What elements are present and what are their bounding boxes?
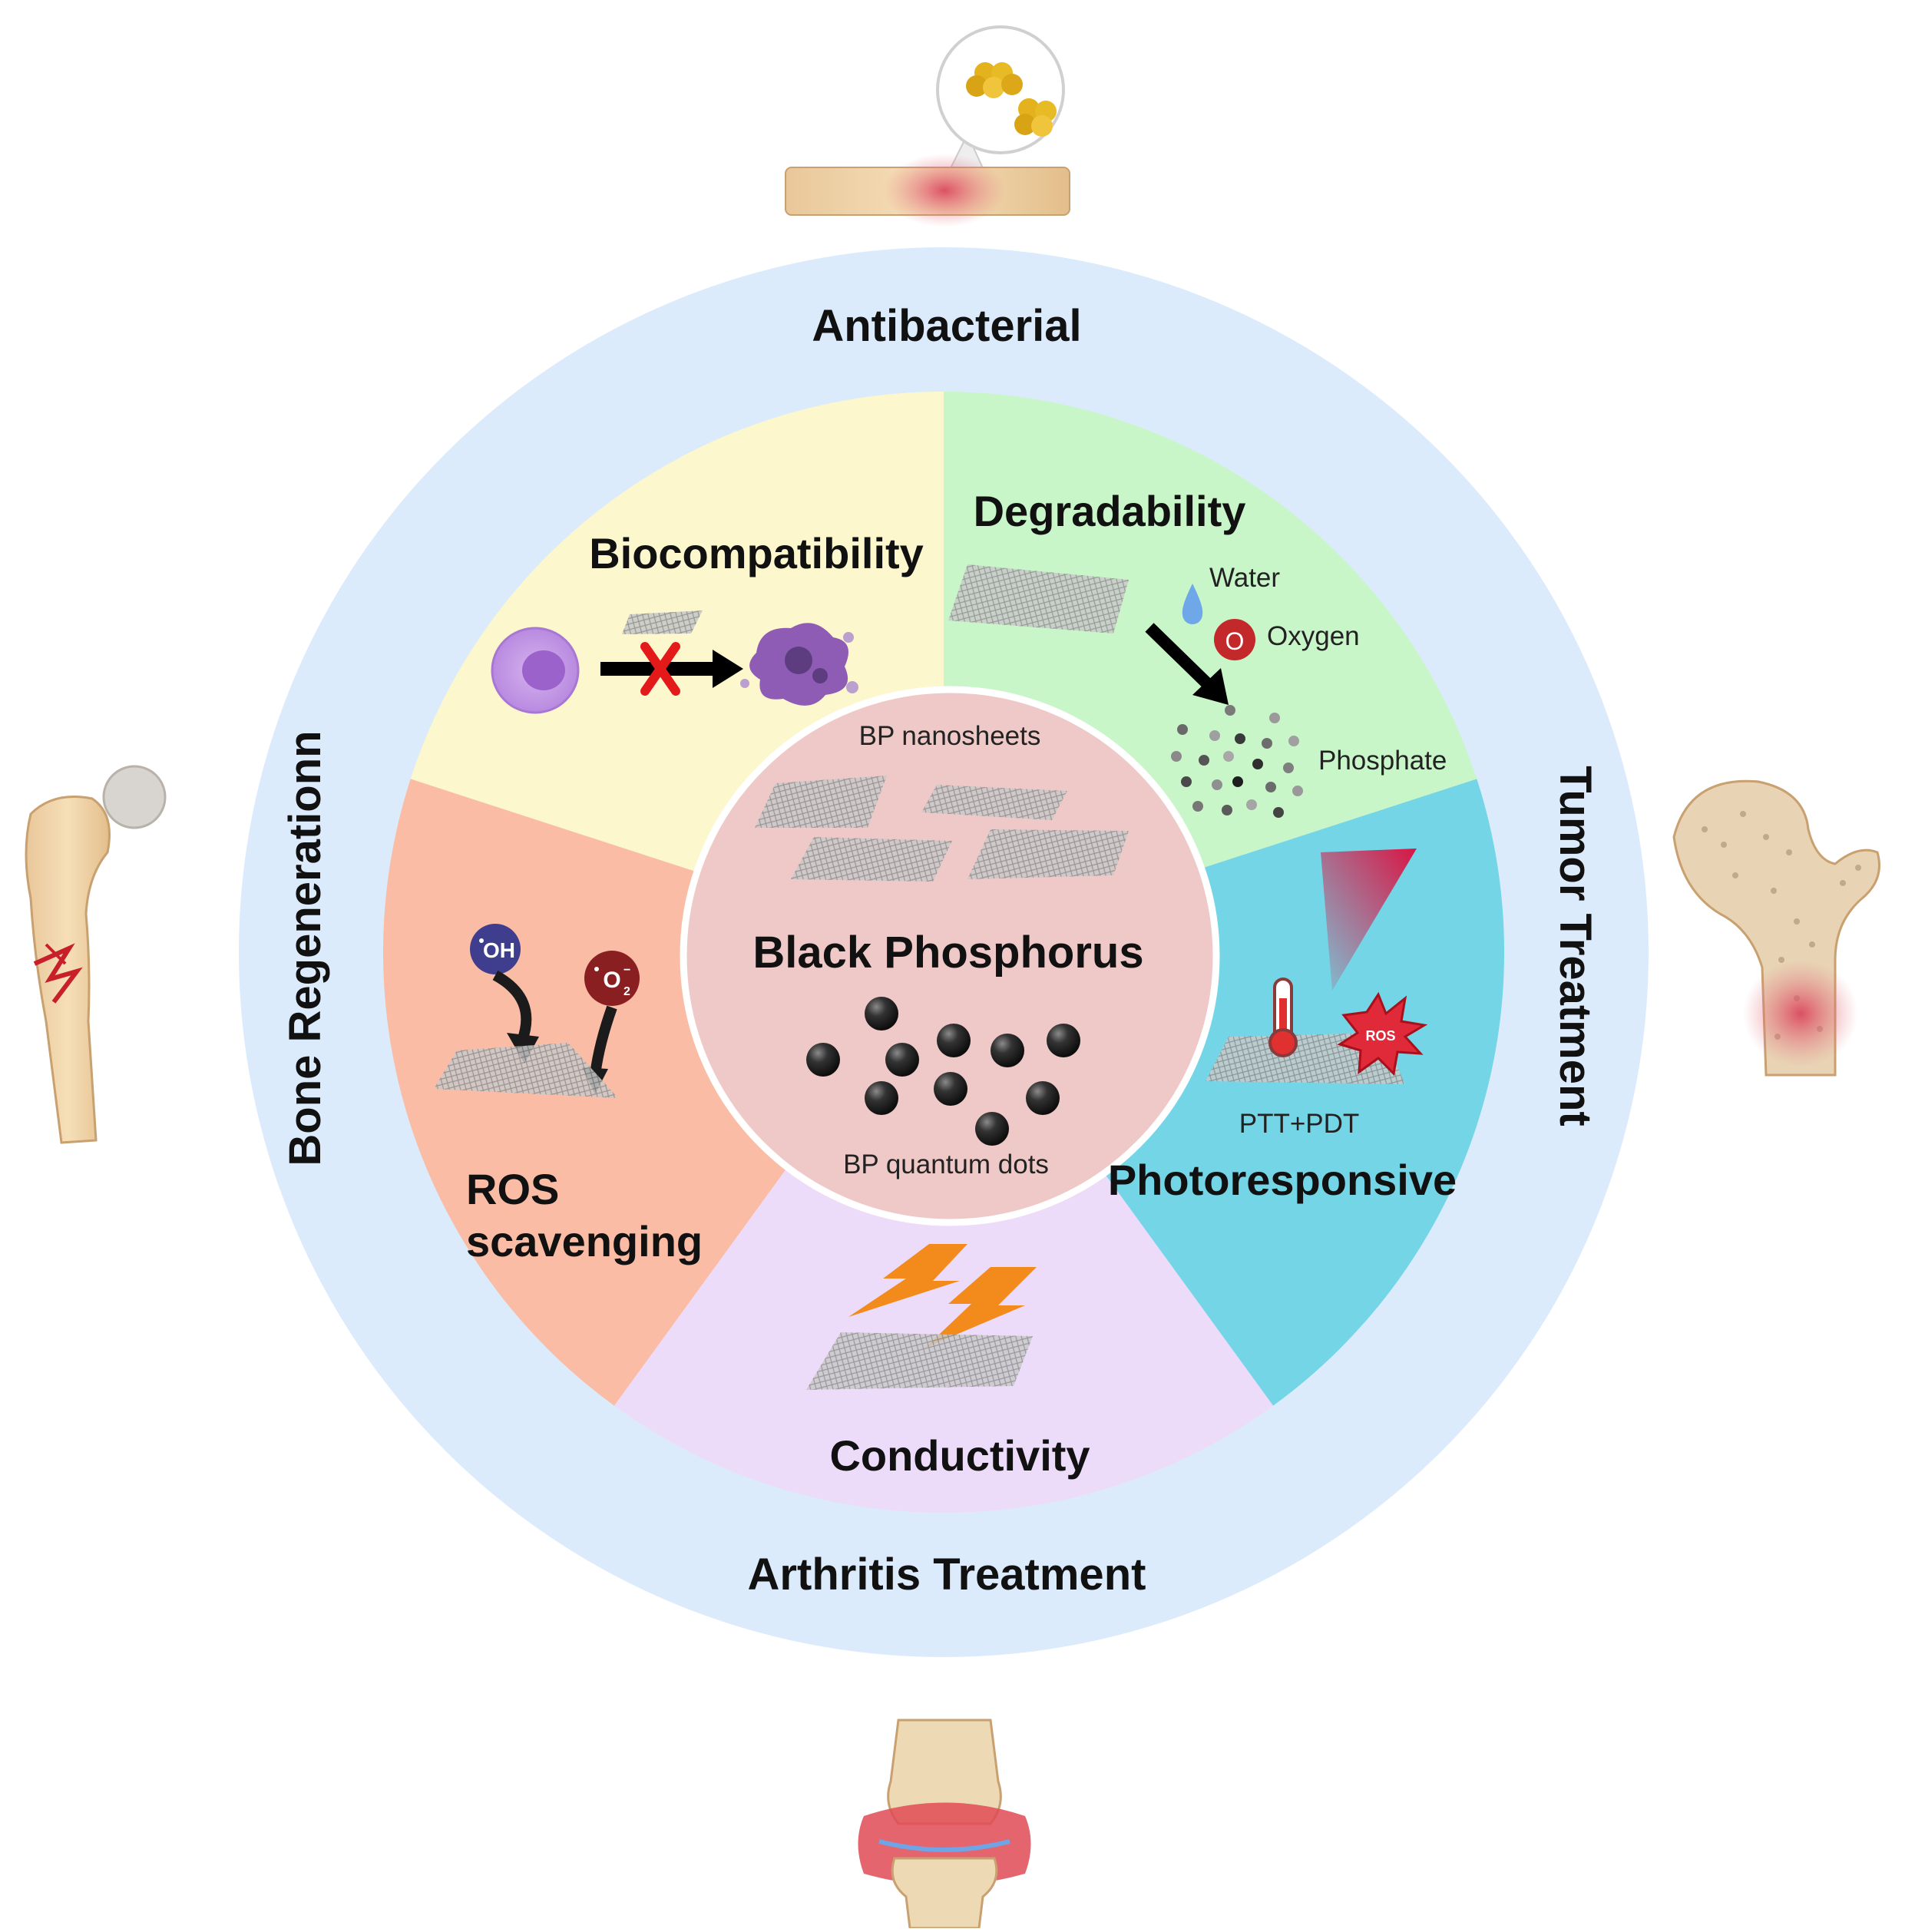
ros-arrow-icon	[492, 970, 532, 1043]
photoresponsive-illustration: ROS PTT+PDT	[1206, 849, 1428, 1139]
laser-beam-icon	[1321, 849, 1417, 991]
quantum-dot	[937, 1024, 971, 1057]
label-water: Water	[1209, 563, 1280, 593]
bp-quantum-dots	[806, 997, 1080, 1146]
label-conductivity: Conductivity	[829, 1431, 1090, 1480]
label-ros-line2: scavenging	[466, 1217, 703, 1265]
hydroxyl-dot-icon	[479, 938, 484, 943]
nanosheet	[921, 785, 1067, 820]
infected-bone-illustration	[785, 25, 1070, 227]
nanosheet	[755, 776, 887, 828]
label-phosphate: Phosphate	[1318, 746, 1447, 776]
quantum-dot	[865, 1081, 898, 1115]
tumor-femur-illustration	[1672, 779, 1880, 1077]
ros-scavenging-illustration: OH O 2 −	[434, 924, 640, 1098]
superoxide-radical-icon	[584, 951, 640, 1006]
arrow-head-icon	[713, 650, 743, 688]
nanosheet	[434, 1043, 618, 1098]
femur-bone-icon	[25, 796, 111, 1144]
thermometer-icon	[1268, 978, 1298, 1057]
nanosheet	[948, 564, 1129, 634]
tumor-area-icon	[1743, 960, 1858, 1067]
water-drop-icon	[1182, 584, 1203, 624]
ring-label-antibacterial: Antibacterial	[812, 301, 1081, 351]
conductivity-illustration	[806, 1244, 1037, 1390]
ring-label-tumor-treatment: Tumor Treatment	[1550, 766, 1600, 1126]
fracture-line-icon	[45, 943, 67, 965]
biocompatibility-illustration	[491, 610, 858, 714]
quantum-dot	[885, 1043, 919, 1077]
tibia-end-icon	[891, 1857, 998, 1930]
superoxide-subscript-icon: 2	[623, 985, 630, 998]
quantum-dot	[934, 1072, 967, 1106]
hydroxyl-radical-icon	[470, 924, 521, 974]
ros-burst-icon	[1337, 991, 1428, 1077]
segment-conductivity	[614, 952, 1274, 1514]
superoxide-charge-icon: −	[623, 964, 630, 977]
nanosheet	[806, 1332, 1033, 1390]
ring-label-bone-regeneration: Bone Regenerationn	[280, 730, 330, 1166]
femoral-head-icon	[102, 765, 167, 829]
blocked-x-icon	[640, 642, 680, 696]
label-photoresponsive: Photoresponsive	[1108, 1156, 1457, 1204]
oxygen-atom-icon	[1214, 619, 1255, 660]
quantum-dot	[1026, 1081, 1060, 1115]
lightning-bolt-icon	[848, 1244, 967, 1317]
degradation-arrow-icon	[1145, 623, 1214, 690]
quantum-dot	[865, 997, 898, 1031]
fractured-femur-illustration	[25, 765, 167, 1144]
quantum-dot	[975, 1112, 1009, 1146]
infection-area-icon	[883, 154, 1006, 227]
superoxide-label: O	[603, 968, 620, 993]
center-caption-nanosheets: BP nanosheets	[859, 721, 1041, 751]
nanosheet	[791, 837, 952, 882]
quantum-dot	[806, 1043, 840, 1077]
oxygen-atom-symbol: O	[1225, 627, 1245, 655]
nanosheet	[967, 829, 1129, 879]
ros-burst-label: ROS	[1365, 1028, 1395, 1044]
label-ptt-pdt: PTT+PDT	[1239, 1109, 1360, 1139]
center-title: Black Phosphorus	[752, 928, 1143, 978]
ring-label-arthritis: Arthritis Treatment	[748, 1550, 1146, 1600]
bp-nanosheets	[755, 776, 1129, 882]
degradation-arrowhead-icon	[1192, 668, 1229, 705]
degradability-illustration: Water O Oxygen Phosphate	[948, 563, 1447, 818]
cartilage-line-icon	[878, 1839, 1010, 1852]
nanosheet	[622, 610, 703, 634]
quantum-dot	[1047, 1024, 1080, 1057]
arthritic-knee-illustration	[858, 1719, 1031, 1930]
phosphate-particles	[1171, 705, 1303, 818]
superoxide-dot-icon	[594, 967, 599, 971]
lightning-bolt-icon	[925, 1267, 1037, 1348]
fracture-line-icon	[33, 943, 83, 1004]
label-oxygen: Oxygen	[1267, 621, 1360, 651]
hydroxyl-label: OH	[483, 938, 515, 962]
dead-cell-icon	[740, 623, 858, 706]
label-biocompatibility: Biocompatibility	[589, 529, 924, 577]
quantum-dot	[991, 1034, 1024, 1067]
label-ros-line1: ROS	[466, 1165, 559, 1213]
cell-nucleus-icon	[522, 650, 565, 690]
bacteria-cluster-icon	[966, 62, 1057, 137]
center-caption-quantum-dots: BP quantum dots	[843, 1150, 1049, 1179]
label-degradability: Degradability	[974, 487, 1246, 535]
